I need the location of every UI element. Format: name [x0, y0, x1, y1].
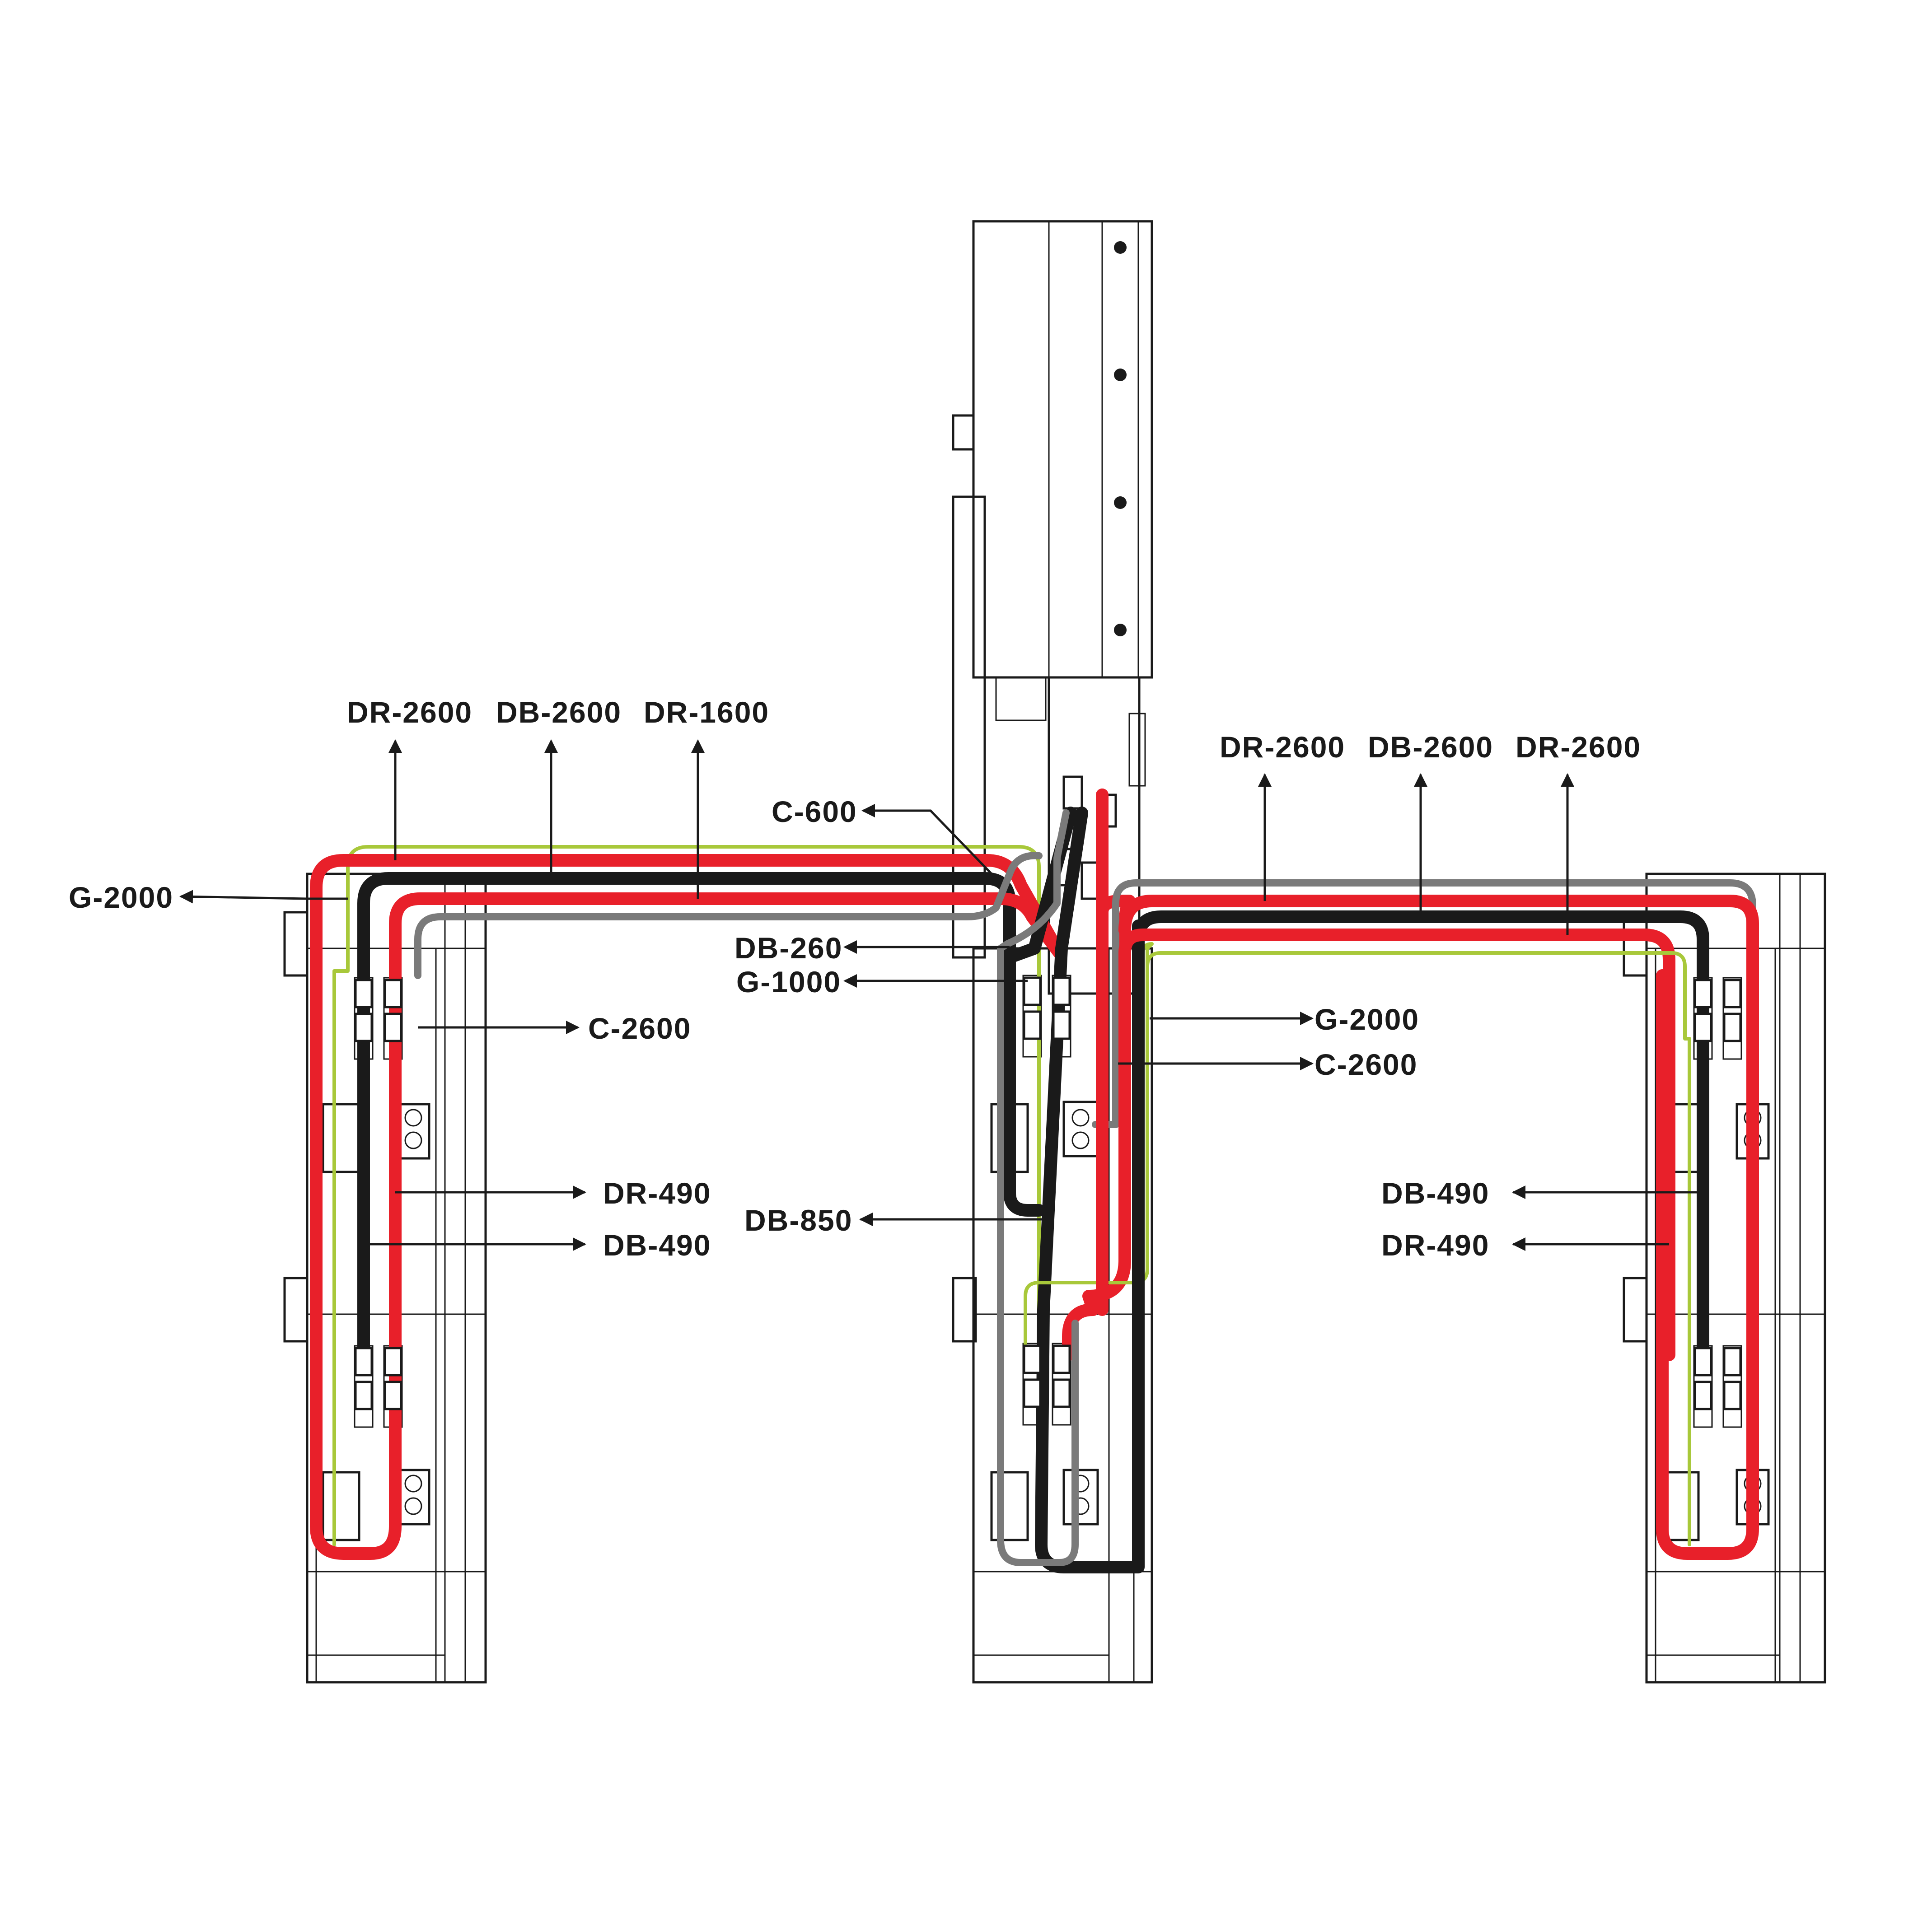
label-dr490-right: DR-490 [1381, 1228, 1489, 1262]
cable-red-left-outer [310, 854, 1066, 1560]
label-db2600-right: DB-2600 [1368, 730, 1493, 764]
label-dr1600-left: DR-1600 [644, 695, 769, 729]
label-dr2600-right-1: DR-2600 [1220, 730, 1345, 764]
label-g2000-left: G-2000 [69, 881, 173, 914]
leader-arrows [179, 739, 1703, 1251]
label-db850: DB-850 [744, 1204, 852, 1237]
cable-black-left [357, 872, 1016, 1361]
cable-gray-right [1092, 879, 1756, 1128]
connectors-right [1693, 979, 1742, 1410]
cable-red-left-inner [389, 892, 1066, 1361]
label-dr490-left: DR-490 [603, 1176, 711, 1210]
cable-black-center-db260 [1003, 807, 1077, 1217]
label-dr2600-left: DR-2600 [347, 695, 472, 729]
connectors-center [1023, 976, 1071, 1408]
cable-gray-left [414, 852, 1043, 979]
label-g1000: G-1000 [736, 965, 841, 999]
inverter-unit [952, 220, 1153, 721]
connectors-left [354, 979, 402, 1410]
cable-red-right-inner [1118, 929, 1675, 1361]
cable-green-right [1146, 951, 1691, 1546]
label-db490-left: DB-490 [603, 1228, 711, 1262]
label-c2600-left: C-2600 [588, 1012, 691, 1045]
label-g2000-right: G-2000 [1315, 1003, 1419, 1036]
cable-gray-center [997, 809, 1079, 1566]
cable-red-right-outer [1096, 789, 1759, 1560]
label-db260: DB-260 [734, 931, 842, 965]
label-c600: C-600 [772, 795, 857, 828]
label-dr2600-right-2: DR-2600 [1516, 730, 1641, 764]
label-c2600-right: C-2600 [1315, 1048, 1417, 1081]
label-db490-right: DB-490 [1381, 1176, 1489, 1210]
label-db2600-left: DB-2600 [496, 695, 622, 729]
